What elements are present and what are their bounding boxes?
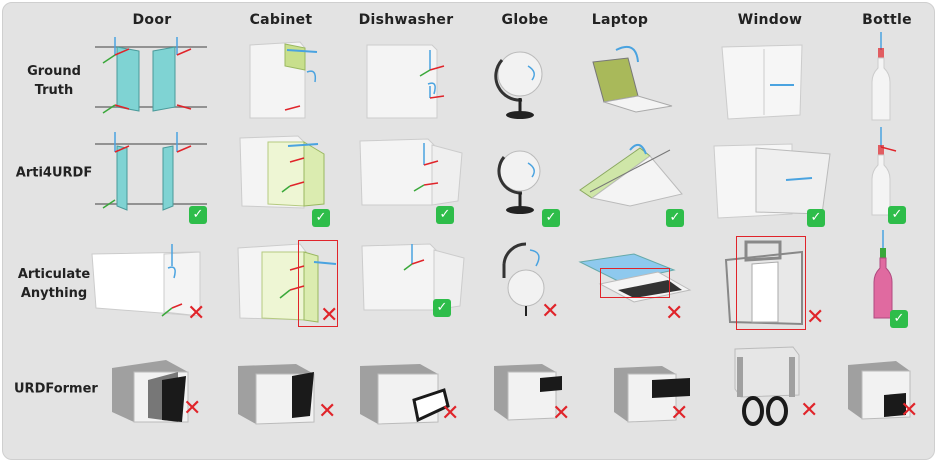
arti4urdf-bottle-check-icon: ✓: [888, 206, 906, 224]
articulate-door-render: [88, 238, 208, 318]
urdformer-door-render: [108, 350, 198, 425]
gt-laptop-render: [588, 40, 678, 115]
urdformer-door-cross-icon: ✕: [183, 396, 202, 421]
articulate-cabinet-cross-icon: ✕: [320, 303, 339, 328]
urdformer-window-render: [733, 345, 803, 430]
gt-globe-render: [492, 40, 552, 125]
articulate-cabinet-render: [236, 240, 337, 325]
gt-door-render: [95, 35, 210, 115]
col-header-window: Window: [737, 12, 803, 28]
urdformer-laptop-cross-icon: ✕: [670, 401, 689, 426]
articulate-cabinet-error-box: [298, 240, 338, 327]
urdformer-bottle-render: [846, 355, 916, 425]
col-header-globe: Globe: [501, 12, 549, 28]
col-header-laptop: Laptop: [591, 12, 649, 28]
urdformer-dishwasher-render: [358, 360, 458, 430]
articulate-dishwasher-render: [360, 240, 470, 315]
articulate-window-render: [722, 238, 812, 328]
gt-bottle-render: [868, 30, 898, 125]
articulate-laptop-cross-icon: ✕: [665, 301, 684, 326]
articulate-bottle-check-icon: ✓: [890, 310, 908, 328]
arti4urdf-globe-check-icon: ✓: [542, 209, 560, 227]
arti4urdf-laptop-check-icon: ✓: [666, 209, 684, 227]
articulate-window-cross-icon: ✕: [806, 305, 825, 330]
articulate-globe-render: [490, 238, 560, 323]
arti4urdf-window-check-icon: ✓: [807, 209, 825, 227]
gt-dishwasher-render: [362, 40, 452, 120]
articulate-bottle-render: [868, 228, 903, 323]
articulate-dishwasher-check-icon: ✓: [433, 299, 451, 317]
urdformer-cabinet-render: [236, 360, 326, 430]
arti4urdf-dishwasher-render: [358, 135, 468, 210]
gt-window-render: [720, 44, 805, 120]
arti4urdf-door-check-icon: ✓: [189, 206, 207, 224]
urdformer-globe-cross-icon: ✕: [552, 401, 571, 426]
urdformer-globe-render: [492, 360, 572, 425]
urdformer-window-cross-icon: ✕: [800, 398, 819, 423]
arti4urdf-cabinet-check-icon: ✓: [312, 209, 330, 227]
row-label-arti4urdf: Arti4URDF: [15, 165, 93, 181]
urdformer-cabinet-cross-icon: ✕: [318, 399, 337, 424]
arti4urdf-cabinet-render: [238, 132, 333, 212]
col-header-door: Door: [132, 12, 172, 28]
gt-cabinet-render: [245, 40, 325, 120]
articulate-door-cross-icon: ✕: [187, 301, 206, 326]
urdformer-laptop-render: [612, 362, 692, 427]
urdformer-bottle-cross-icon: ✕: [900, 398, 919, 423]
articulate-laptop-error-box: [600, 268, 670, 298]
arti4urdf-laptop-render: [570, 140, 685, 210]
arti4urdf-globe-render: [492, 135, 552, 220]
col-header-cabinet: Cabinet: [249, 12, 313, 28]
articulate-window-error-box: [736, 236, 806, 330]
arti4urdf-window-render: [712, 140, 832, 220]
arti4urdf-door-render: [95, 128, 210, 213]
urdformer-dishwasher-cross-icon: ✕: [441, 401, 460, 426]
articulate-globe-cross-icon: ✕: [541, 299, 560, 324]
row-label-urdformer: URDFormer: [14, 381, 98, 397]
arti4urdf-dishwasher-check-icon: ✓: [436, 206, 454, 224]
col-header-dishwasher: Dishwasher: [358, 12, 454, 28]
col-header-bottle: Bottle: [862, 12, 912, 28]
